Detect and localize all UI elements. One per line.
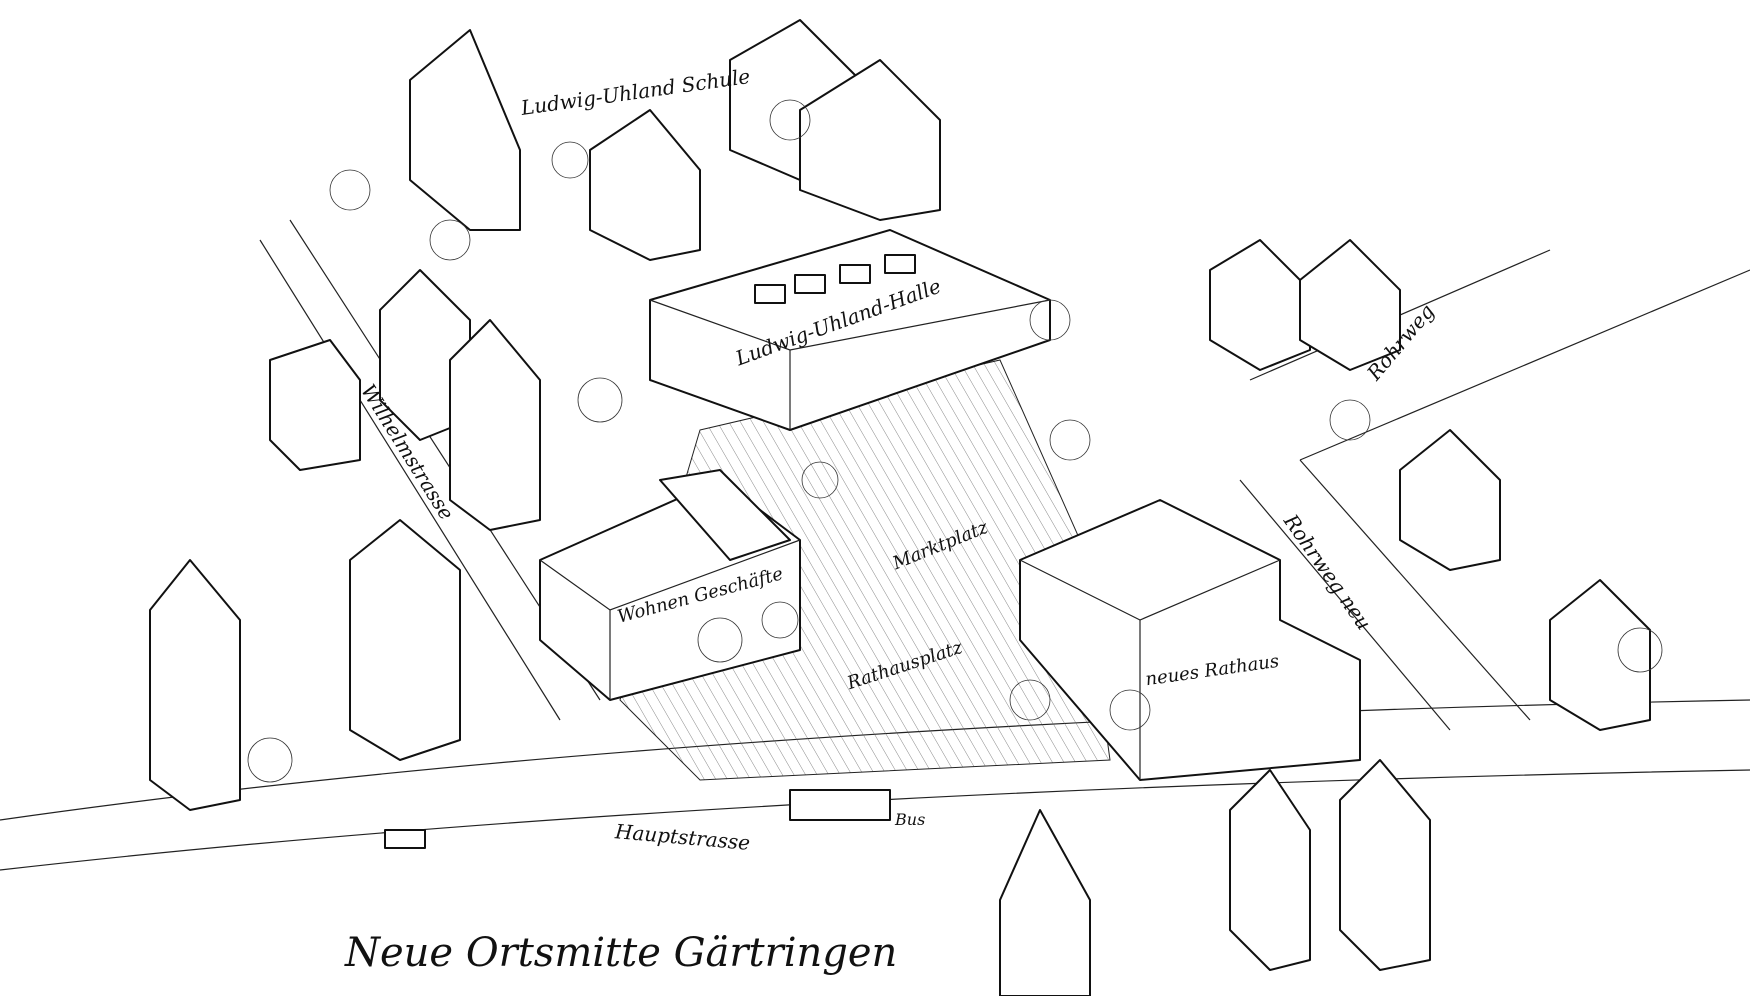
- trees: [247, 99, 1663, 783]
- plaza-paving: [619, 359, 1111, 781]
- residential-commercial-building: [539, 469, 801, 701]
- town-hall-building: [1019, 499, 1361, 781]
- car: [384, 829, 426, 849]
- label-bus: Bus: [895, 810, 926, 829]
- school-building: [409, 19, 941, 261]
- bus: [789, 789, 891, 821]
- sketch-title: Neue Ortsmitte Gärtringen: [345, 930, 898, 976]
- houses: [149, 239, 1651, 996]
